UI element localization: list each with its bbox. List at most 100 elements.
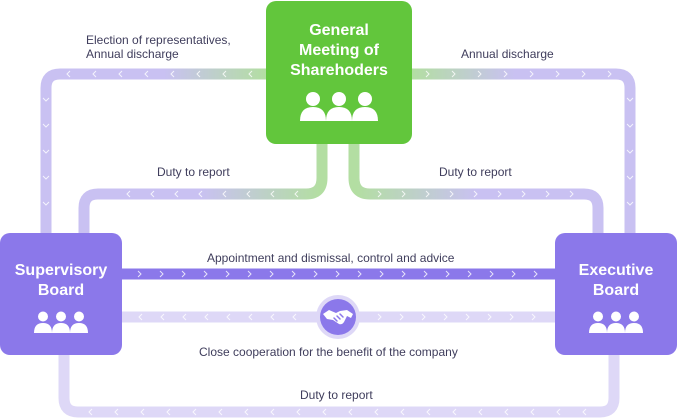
flow-chevron: [425, 70, 430, 78]
flow-chevron: [203, 270, 208, 278]
handshake-icon: [314, 293, 362, 341]
flow-chevron: [626, 97, 634, 102]
flow-chevron: [511, 270, 516, 278]
flow-chevron: [401, 270, 406, 278]
flow-chevron: [42, 175, 50, 180]
flow-chevron: [426, 408, 431, 416]
flow-chevron: [160, 313, 165, 321]
flow-chevron: [144, 70, 149, 78]
flow-chevron: [322, 408, 327, 416]
flow-chevron: [244, 408, 249, 416]
flow-chevron: [530, 408, 535, 416]
supervisory-board-title-line-1: Supervisory: [14, 262, 108, 279]
flow-chevron: [42, 97, 50, 102]
flow-chevron: [425, 190, 430, 198]
flow-chevron: [503, 70, 508, 78]
flow-chevron: [497, 190, 502, 198]
flow-chevron: [92, 70, 97, 78]
flow-chevron: [531, 313, 536, 321]
flow-chevron: [294, 190, 299, 198]
flow-chevron: [379, 270, 384, 278]
flow-chevron: [170, 70, 175, 78]
flow-chevron: [399, 313, 404, 321]
flow-chevron: [626, 201, 634, 206]
flow-chevron: [225, 270, 230, 278]
flow-chevron: [626, 175, 634, 180]
people-group-icon: [266, 91, 412, 121]
flow-chevron: [138, 313, 143, 321]
label-appointment: Appointment and dismissal, control and a…: [207, 251, 455, 265]
label-election: Election of representatives, Annual disc…: [86, 33, 231, 61]
connector-duty-right: [348, 144, 604, 233]
connector-election: [40, 68, 266, 233]
label-duty-bottom: Duty to report: [300, 388, 373, 402]
flow-chevron: [509, 313, 514, 321]
flow-chevron: [248, 313, 253, 321]
flow-chevron: [555, 70, 560, 78]
flow-chevron: [140, 408, 145, 416]
connector-duty-left: [78, 144, 328, 233]
flow-chevron: [248, 70, 253, 78]
general-meeting-title-line-3: Sharehoders: [290, 62, 388, 79]
flow-direction-chevrons: [42, 70, 634, 416]
flow-chevron: [247, 270, 252, 278]
flow-chevron: [270, 408, 275, 416]
flow-chevron: [374, 408, 379, 416]
executive-board-node: Executive Board: [555, 233, 677, 355]
flow-chevron: [313, 270, 318, 278]
flow-chevron: [487, 313, 492, 321]
flow-chevron: [449, 190, 454, 198]
flow-chevron: [401, 190, 406, 198]
flow-chevron: [533, 270, 538, 278]
flow-chevron: [292, 313, 297, 321]
flow-chevron: [582, 408, 587, 416]
executive-board-title-line-2: Board: [592, 282, 640, 299]
connector-duty-bottom: [58, 355, 620, 418]
flow-chevron: [270, 190, 275, 198]
label-cooperation: Close cooperation for the benefit of the…: [199, 345, 458, 359]
flow-chevron: [126, 190, 131, 198]
flow-chevron: [196, 70, 201, 78]
flow-chevron: [348, 408, 353, 416]
flow-chevron: [377, 313, 382, 321]
flow-chevron: [174, 190, 179, 198]
flow-chevron: [545, 190, 550, 198]
flow-chevron: [607, 70, 612, 78]
flow-chevron: [192, 408, 197, 416]
flow-chevron: [473, 190, 478, 198]
flow-chevron: [198, 190, 203, 198]
flow-chevron: [222, 70, 227, 78]
flow-chevron: [42, 123, 50, 128]
flow-chevron: [556, 408, 561, 416]
flow-chevron: [467, 270, 472, 278]
flow-chevron: [269, 270, 274, 278]
flow-chevron: [626, 123, 634, 128]
label-election-line-1: Election of representatives,: [86, 33, 231, 47]
flow-chevron: [114, 408, 119, 416]
executive-board-title-line-1: Executive: [578, 262, 654, 279]
label-annual-discharge: Annual discharge: [461, 47, 554, 61]
flow-chevron: [222, 190, 227, 198]
flow-chevron: [42, 201, 50, 206]
flow-chevron: [246, 190, 251, 198]
flow-chevron: [150, 190, 155, 198]
flow-chevron: [477, 70, 482, 78]
general-meeting-node: General Meeting of Sharehoders: [266, 1, 412, 144]
flow-chevron: [204, 313, 209, 321]
label-duty-left: Duty to report: [157, 165, 230, 179]
flow-chevron: [400, 408, 405, 416]
flow-chevron: [452, 408, 457, 416]
flow-chevron: [529, 70, 534, 78]
flow-chevron: [118, 70, 123, 78]
label-election-line-2: Annual discharge: [86, 47, 179, 61]
flow-chevron: [465, 313, 470, 321]
flow-chevron: [159, 270, 164, 278]
flow-chevron: [296, 408, 301, 416]
flow-chevron: [270, 313, 275, 321]
flow-chevron: [357, 270, 362, 278]
flow-chevron: [443, 313, 448, 321]
flow-chevron: [226, 313, 231, 321]
label-duty-right: Duty to report: [439, 165, 512, 179]
flow-chevron: [626, 149, 634, 154]
